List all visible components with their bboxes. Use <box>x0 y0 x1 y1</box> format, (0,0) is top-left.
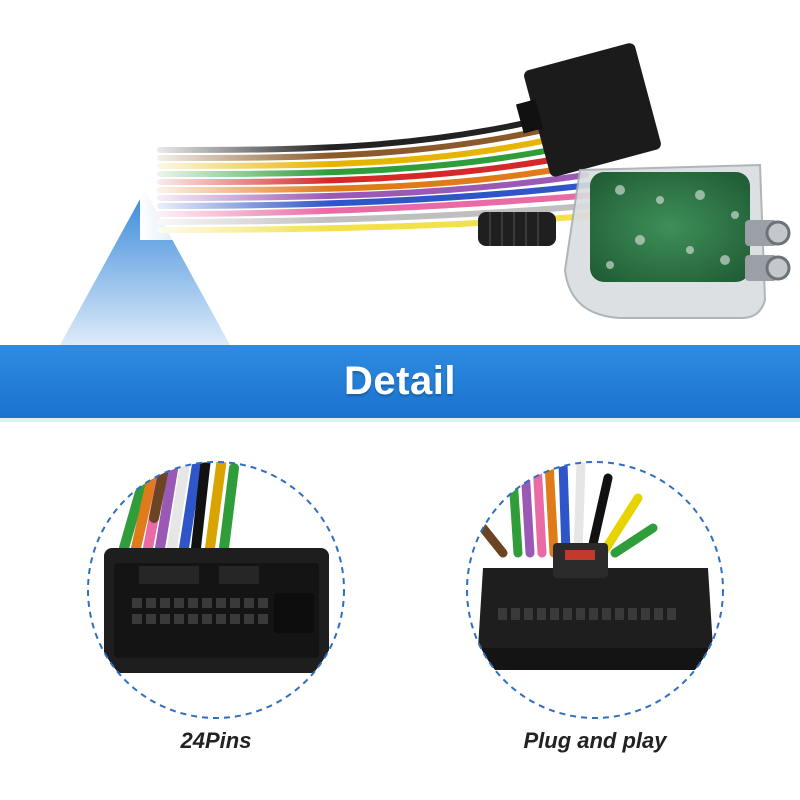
detail-image-24pins <box>87 461 345 719</box>
banner-divider <box>0 418 800 422</box>
strain-relief <box>478 212 556 246</box>
amplifier-module <box>563 163 791 319</box>
light-beam <box>60 190 230 345</box>
motion-blur <box>140 140 330 240</box>
rca-jacks <box>745 220 791 281</box>
caption-plug-and-play: Plug and play <box>523 728 667 753</box>
caption-24pins: 24Pins <box>180 728 252 753</box>
detail-banner <box>0 345 800 418</box>
harness-hero-image <box>60 43 791 345</box>
banner-title: Detail <box>344 359 456 403</box>
black-connector <box>515 43 661 177</box>
detail-image-plug-and-play <box>466 461 724 719</box>
